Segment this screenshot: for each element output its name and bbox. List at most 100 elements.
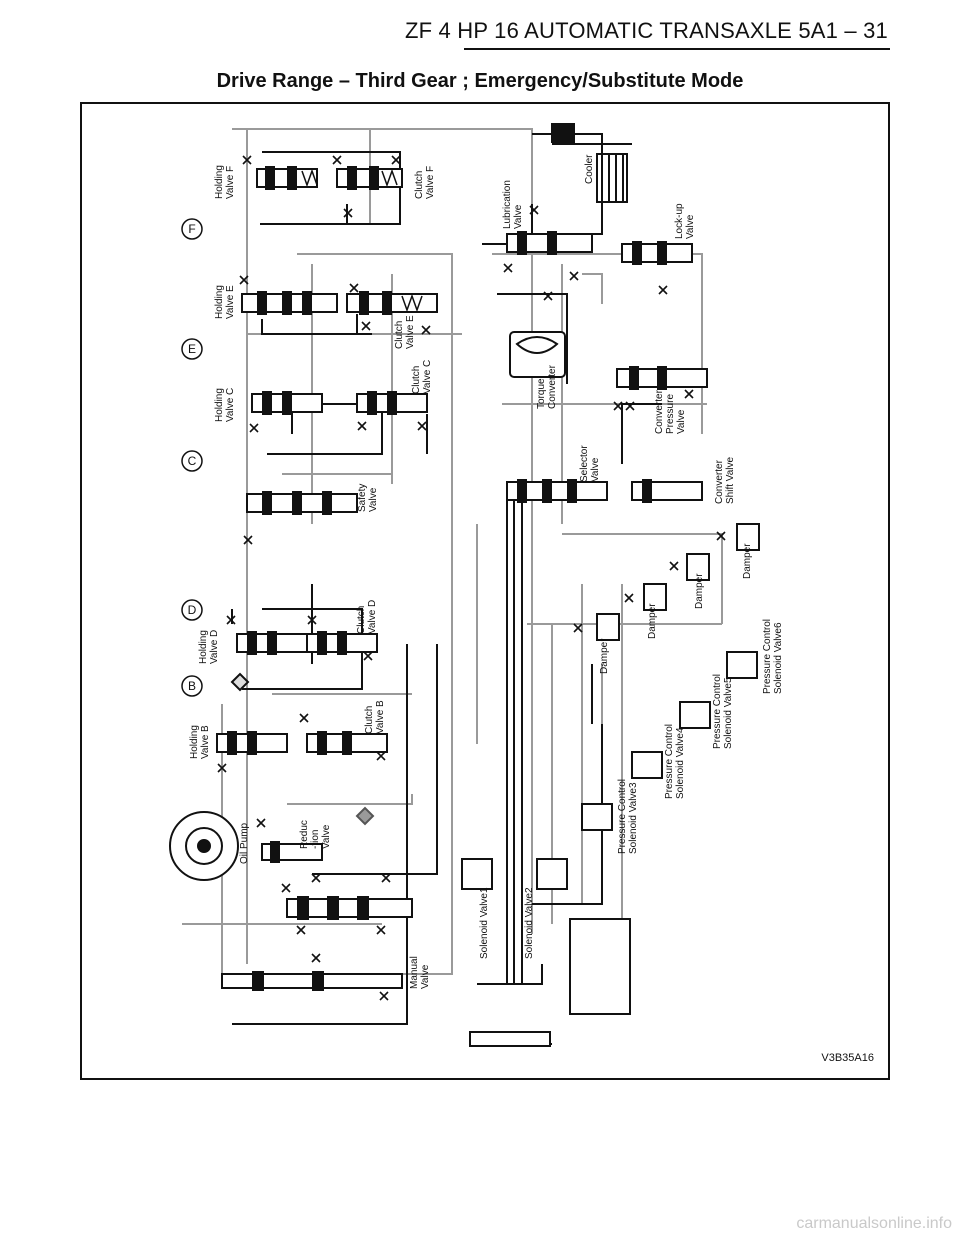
label-clutch-valve-d: ClutchValve D	[356, 600, 378, 634]
dampers	[596, 523, 760, 641]
svg-text:HoldingValve C: HoldingValve C	[214, 388, 236, 422]
clutch-valve-f	[336, 166, 403, 190]
label-damper-2: Damper	[647, 603, 658, 639]
port-d-letter: D	[188, 603, 197, 617]
svg-text:Pressure ControlSolenoid Valve: Pressure ControlSolenoid Valve5	[712, 674, 734, 749]
clutch-valve-b	[306, 731, 388, 755]
svg-text:Solenoid Valve2: Solenoid Valve2	[524, 887, 535, 959]
label-clutch-valve-f: ClutchValve F	[414, 166, 436, 199]
svg-text:HoldingValve E: HoldingValve E	[214, 285, 236, 319]
port-e-marker: E	[181, 338, 203, 360]
svg-text:Cooler: Cooler	[584, 154, 595, 184]
figure-reference: V3B35A16	[821, 1052, 874, 1064]
label-clutch-valve-c: ClutchValve C	[411, 360, 433, 394]
label-oil-pump: Oil Pump	[239, 822, 250, 864]
damper-4-body	[736, 523, 760, 551]
converter-pressure-valve-spool	[616, 366, 708, 390]
port-f-letter: F	[188, 222, 195, 236]
svg-text:Solenoid Valve1: Solenoid Valve1	[479, 887, 490, 959]
label-solenoid-valve-1: Solenoid Valve1	[479, 887, 490, 959]
svg-text:ClutchValve C: ClutchValve C	[411, 360, 433, 394]
hydraulic-schematic: F E C D B HoldingValve F ClutchValve F H…	[169, 123, 784, 1047]
connector-bar	[469, 1031, 551, 1047]
clutch-valve-d	[306, 631, 378, 655]
svg-text:HoldingValve D: HoldingValve D	[198, 630, 220, 664]
torque-converter	[509, 331, 566, 378]
label-manual-valve: ManualValve	[409, 956, 431, 989]
clutch-valve-c	[356, 391, 428, 415]
svg-text:LubricationValve: LubricationValve	[502, 180, 524, 229]
holding-valve-c	[251, 391, 323, 415]
holding-valve-e	[241, 291, 338, 315]
svg-text:HoldingValve B: HoldingValve B	[189, 725, 211, 759]
port-b-marker: B	[181, 675, 203, 697]
manual-valve-lower	[221, 971, 403, 991]
label-cooler: Cooler	[584, 154, 595, 184]
svg-text:Damper: Damper	[742, 543, 753, 579]
ball-valve	[230, 672, 250, 692]
valve-spools	[216, 166, 708, 991]
port-d-marker: D	[181, 599, 203, 621]
label-holding-valve-f: HoldingValve F	[214, 165, 236, 199]
reduction-valve	[261, 841, 323, 863]
svg-text:SafetyValve: SafetyValve	[357, 484, 379, 512]
svg-text:ClutchValve F: ClutchValve F	[414, 166, 436, 199]
pcsv6-body	[726, 651, 758, 679]
svg-text:ConverterShift Valve: ConverterShift Valve	[714, 457, 736, 504]
label-pcsv3: Pressure ControlSolenoid Valve3	[617, 779, 639, 854]
label-damper-3: Damper	[694, 573, 705, 609]
svg-text:Pressure ControlSolenoid Valve: Pressure ControlSolenoid Valve6	[762, 619, 784, 694]
cooler	[596, 153, 628, 203]
svg-text:Lock-upValve: Lock-upValve	[674, 203, 696, 239]
svg-text:ClutchValve B: ClutchValve B	[364, 700, 386, 734]
label-safety-valve: SafetyValve	[357, 484, 379, 512]
svg-text:Pressure ControlSolenoid Valve: Pressure ControlSolenoid Valve3	[617, 779, 639, 854]
label-selector-valve: SelectorValve	[579, 445, 601, 482]
holding-valve-f	[256, 166, 318, 190]
svg-text:Pressure ControlSolenoid Valve: Pressure ControlSolenoid Valve4	[664, 724, 686, 799]
svg-text:ClutchValve E: ClutchValve E	[394, 315, 416, 349]
svg-text:TorqueConverter: TorqueConverter	[536, 364, 558, 409]
svg-text:SelectorValve: SelectorValve	[579, 445, 601, 482]
major-components	[169, 123, 760, 1047]
port-c-letter: C	[188, 454, 197, 468]
header-rule	[464, 48, 890, 50]
lubrication-plug	[551, 123, 575, 143]
damper-1-body	[596, 613, 620, 641]
exhaust-marks	[217, 155, 726, 1001]
label-solenoid-valve-2: Solenoid Valve2	[524, 887, 535, 959]
label-pcsv4: Pressure ControlSolenoid Valve4	[664, 724, 686, 799]
holding-valve-b	[216, 731, 288, 755]
label-pcsv5: Pressure ControlSolenoid Valve5	[712, 674, 734, 749]
solenoid-valves	[461, 858, 568, 890]
manual-valve	[286, 896, 413, 920]
svg-text:HoldingValve F: HoldingValve F	[214, 165, 236, 199]
component-labels: HoldingValve F ClutchValve F HoldingValv…	[189, 154, 784, 989]
clutch-valve-e	[346, 291, 438, 315]
check-valve	[355, 806, 375, 826]
safety-valve	[246, 491, 358, 515]
port-f-marker: F	[181, 218, 203, 240]
lockup-valve-spool	[621, 241, 693, 265]
label-converter-shift-valve: ConverterShift Valve	[714, 457, 736, 504]
running-title: ZF 4 HP 16 AUTOMATIC TRANSAXLE 5A1 – 31	[404, 18, 888, 43]
control-unit-block	[569, 918, 631, 1015]
svg-text:Oil Pump: Oil Pump	[239, 822, 250, 864]
svg-text:Reduc-tionValve: Reduc-tionValve	[299, 820, 332, 849]
diagram-frame	[80, 102, 890, 1080]
damper-3-body	[686, 553, 710, 581]
label-holding-valve-d: HoldingValve D	[198, 630, 220, 664]
svg-text:Damper: Damper	[647, 603, 658, 639]
label-torque-converter: TorqueConverter	[536, 364, 558, 409]
label-holding-valve-e: HoldingValve E	[214, 285, 236, 319]
label-holding-valve-c: HoldingValve C	[214, 388, 236, 422]
label-converter-pressure-valve: ConverterPressureValve	[654, 389, 687, 434]
pcsv5-body	[679, 701, 711, 729]
label-pcsv6: Pressure ControlSolenoid Valve6	[762, 619, 784, 694]
svg-text:ManualValve: ManualValve	[409, 956, 431, 989]
converter-shift-valve-spool	[631, 479, 703, 503]
svg-text:ClutchValve D: ClutchValve D	[356, 600, 378, 634]
sv2-body	[536, 858, 568, 890]
label-damper-4: Damper	[742, 543, 753, 579]
site-watermark: carmanualsonline.info	[796, 1215, 952, 1232]
